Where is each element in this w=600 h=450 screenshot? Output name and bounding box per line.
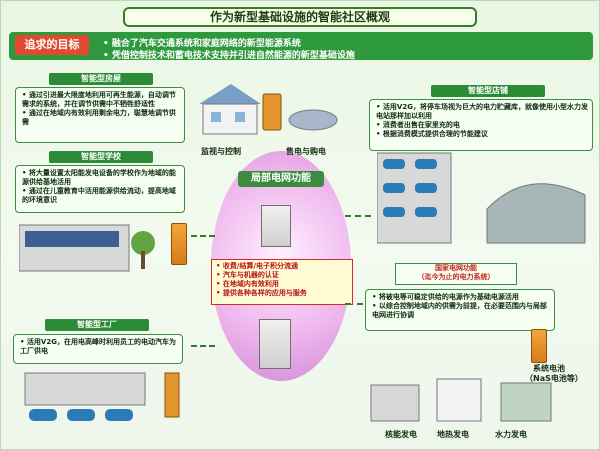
- parked-car-icon: [383, 183, 405, 193]
- local-grid-title: 局部电网功能: [238, 171, 324, 187]
- thermal-label: 地热发电: [437, 430, 469, 439]
- school-item-2: • 通过在儿童教育中活用能源供给流动，提高地域的环境意识: [22, 187, 176, 204]
- smart-factory-box: • 活用V2G，在用电高峰时利用员工的电动汽车为工厂供电: [13, 334, 183, 364]
- store-item-1: • 活用V2G，将停车场视为巨大的电力贮藏库，就像使用小型水力发电站那样加以利用: [376, 103, 588, 120]
- factory-illustration: [24, 372, 180, 421]
- goal-item-2: • 凭借控制技术和蓄电技术支持并引进自然能源的新型基础设施: [103, 51, 355, 61]
- goal-label: 追求的目标: [15, 35, 89, 55]
- tree-trunk: [141, 251, 145, 269]
- power-plants-illustration: [370, 378, 552, 422]
- center-item-3: • 在地域内有效利用: [216, 280, 279, 288]
- grid-item-2: • 以综合控制地域内的供需为前提，在必要范围内与局部电网进行协调: [372, 302, 547, 319]
- national-grid-title-main: 国家电网功能: [435, 264, 477, 272]
- center-item-2: • 汽车与机器的认证: [216, 271, 279, 279]
- smart-house-title: 智能型房屋: [49, 73, 153, 85]
- factory-building: [24, 372, 146, 406]
- smart-house-box: • 通过引进最大限度地利用可再生能源，自动调节需求的系统，并在调节供需中不牺牲舒…: [15, 87, 185, 143]
- hydro-plant: [500, 382, 552, 422]
- national-grid-title: 国家电网功能 （迄今为止的电力系统）: [395, 263, 517, 285]
- hydro-label: 水力发电: [495, 430, 527, 439]
- system-battery-label-2: （NaS电池等）: [525, 374, 583, 383]
- school-battery-icon: [171, 223, 187, 265]
- house-window: [211, 112, 221, 122]
- national-grid-title-sub: （迄今为止的电力系统）: [417, 273, 495, 281]
- school-illustration: [19, 224, 155, 272]
- ev-car-icon: [67, 409, 95, 421]
- goal-bar: [9, 32, 593, 60]
- store-item-2: • 消费者出售在家里充的电: [376, 121, 460, 129]
- store-link-line: [345, 215, 371, 219]
- goal-item-1: • 融合了汽车交通系统和家庭网络的新型能源系统: [103, 39, 301, 49]
- geothermal-plant: [436, 378, 482, 422]
- school-item-1: • 将大量设置太阳能发电设备的学校作为地域的能源供给基地活用: [22, 169, 176, 186]
- monitor-control-label: 监视与控制: [201, 147, 241, 156]
- solar-panels: [25, 231, 119, 247]
- ev-car-icon: [29, 409, 57, 421]
- house-battery-icon: [262, 93, 282, 131]
- ev-car-icon: [105, 409, 133, 421]
- house-window: [235, 112, 245, 122]
- house-illustration: [199, 84, 338, 135]
- smart-school-box: • 将大量设置太阳能发电设备的学校作为地域的能源供给基地活用 • 通过在儿童教育…: [15, 165, 185, 213]
- bottom-server-icon: [259, 319, 291, 369]
- parked-car-icon: [415, 159, 437, 169]
- smart-store-title: 智能型店铺: [431, 85, 545, 97]
- system-battery-label-1: 系统电池: [533, 364, 565, 373]
- national-grid-box: • 将被电等可稳定供给的电源作为基础电源活用 • 以综合控制地域内的供需为前提，…: [365, 289, 555, 331]
- house-roof: [199, 84, 261, 104]
- central-server-icon: [261, 205, 291, 247]
- smart-store-box: • 活用V2G，将停车场视为巨大的电力贮藏库，就像使用小型水力发电站那样加以利用…: [369, 99, 593, 151]
- house-item-1: • 通过引进最大限度地利用可再生能源，自动调节需求的系统，并在调节供需中不牺牲舒…: [22, 91, 176, 108]
- nuclear-label: 核能发电: [385, 430, 417, 439]
- parked-car-icon: [415, 183, 437, 193]
- school-link-line: [191, 235, 215, 239]
- parked-car-icon: [383, 159, 405, 169]
- grid-item-1: • 将被电等可稳定供给的电源作为基础电源活用: [372, 293, 519, 301]
- parked-car-icon: [383, 207, 405, 217]
- tree-icon: [131, 231, 155, 255]
- mall-roof: [486, 183, 586, 244]
- factory-battery-icon: [164, 372, 180, 418]
- trade-label: 售电与购电: [286, 147, 326, 156]
- factory-link-line: [191, 345, 215, 349]
- grid-battery-icon: [531, 329, 547, 363]
- house-item-2: • 通过在地域内有效利用剩余电力，聪慧地调节供需: [22, 109, 176, 126]
- parked-car-icon: [415, 207, 437, 217]
- grid-link-line: [345, 303, 363, 307]
- store-illustration: [377, 152, 586, 244]
- car-icon: [288, 109, 338, 131]
- factory-item-1: • 活用V2G，在用电高峰时利用员工的电动汽车为工厂供电: [20, 338, 176, 355]
- center-item-4: • 提供各种各样的应用与服务: [216, 289, 307, 297]
- store-item-3: • 根据消费模式提供合理的节能建议: [376, 130, 488, 138]
- nuclear-plant: [370, 384, 420, 422]
- local-grid-features-box: • 收费/结算/电子积分流通 • 汽车与机器的认证 • 在地域内有效利用 • 提…: [211, 259, 353, 305]
- smart-school-title: 智能型学校: [49, 151, 153, 163]
- diagram-title: 作为新型基础设施的智能社区概观: [123, 7, 477, 27]
- center-item-1: • 收费/结算/电子积分流通: [216, 262, 299, 270]
- smart-factory-title: 智能型工厂: [45, 319, 149, 331]
